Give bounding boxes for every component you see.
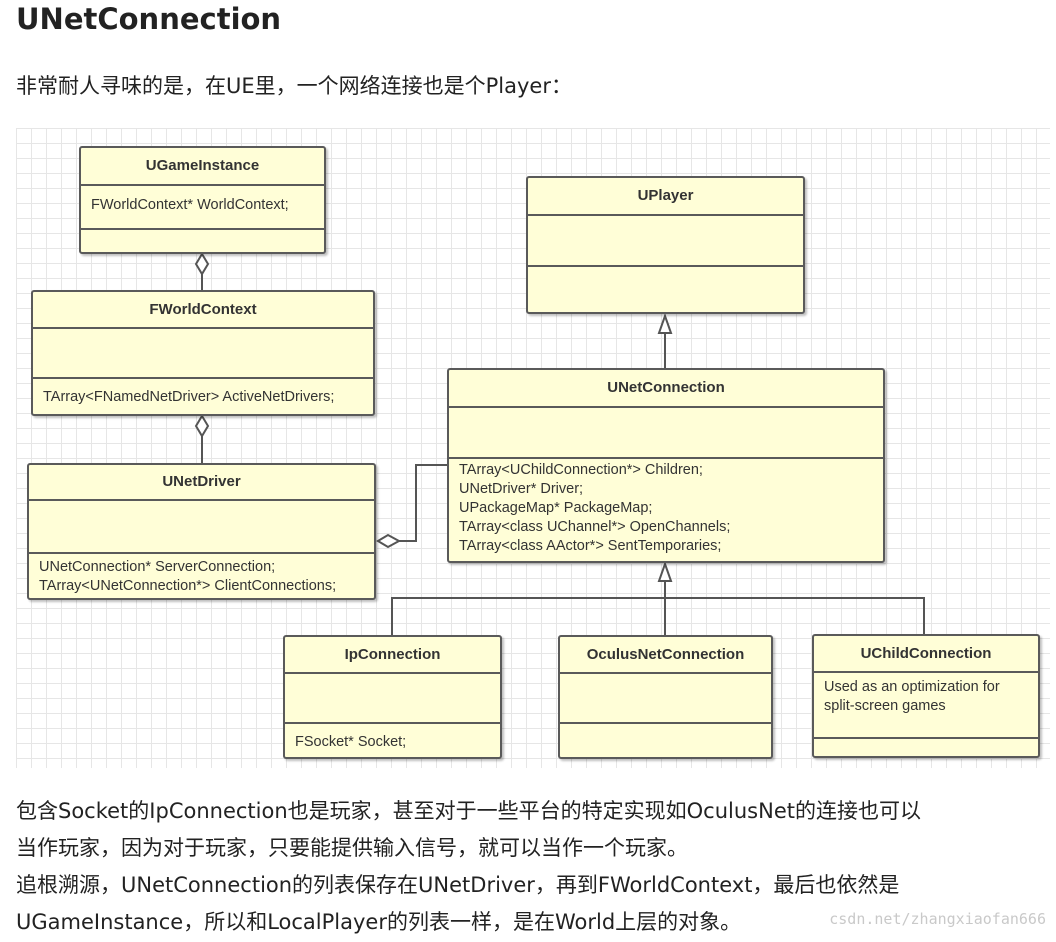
class-box-uchildconnection: UChildConnection Used as an optimization… [812, 634, 1040, 758]
class-note: split-screen games [824, 698, 946, 714]
body-line: UGameInstance，所以和LocalPlayer的列表一样，是在Worl… [16, 910, 742, 934]
class-box-unetdriver: UNetDriver UNetConnection* ServerConnect… [27, 463, 376, 600]
class-attribute: FWorldContext* WorldContext; [91, 197, 289, 213]
class-attribute: UNetConnection* ServerConnection; [39, 559, 276, 575]
diagram-connectors [194, 252, 925, 636]
body-line: 包含Socket的IpConnection也是玩家，甚至对于一些平台的特定实现如… [16, 799, 921, 823]
class-box-oculusnetconnection: OculusNetConnection [558, 635, 773, 759]
class-name: UPlayer [528, 178, 803, 216]
class-attribute: TArray<class AActor*> SentTemporaries; [459, 538, 722, 554]
class-box-uplayer: UPlayer [526, 176, 805, 314]
class-name: UChildConnection [814, 636, 1038, 673]
class-name: FWorldContext [33, 292, 373, 329]
section-heading: UNetConnection [16, 2, 282, 36]
class-attribute: FSocket* Socket; [295, 734, 407, 750]
body-line: 追根溯源，UNetConnection的列表保存在UNetDriver，再到FW… [16, 873, 900, 897]
class-attribute: TArray<UNetConnection*> ClientConnection… [39, 578, 337, 594]
uml-class-diagram: UGameInstance FWorldContext* WorldContex… [16, 128, 1050, 768]
body-line: 当作玩家，因为对于玩家，只要能提供输入信号，就可以当作一个玩家。 [16, 836, 688, 860]
class-attribute: TArray<FNamedNetDriver> ActiveNetDrivers… [43, 389, 335, 405]
class-box-fworldcontext: FWorldContext TArray<FNamedNetDriver> Ac… [31, 290, 375, 416]
class-attribute: TArray<class UChannel*> OpenChannels; [459, 519, 731, 535]
aggregation-diamond-icon [194, 414, 210, 438]
watermark: csdn.net/zhangxiaofan666 [829, 910, 1046, 928]
class-name: OculusNetConnection [560, 637, 771, 674]
inheritance-arrow-icon [657, 560, 673, 582]
class-name: UNetConnection [449, 370, 883, 408]
aggregation-diamond-icon [376, 533, 402, 549]
aggregation-diamond-icon [194, 252, 210, 276]
class-attribute: UNetDriver* Driver; [459, 481, 584, 497]
class-box-ipconnection: IpConnection FSocket* Socket; [283, 635, 502, 759]
class-name: UGameInstance [81, 148, 324, 186]
class-name: IpConnection [285, 637, 500, 674]
class-attribute: TArray<UChildConnection*> Children; [459, 462, 703, 478]
class-name: UNetDriver [29, 465, 374, 501]
class-box-ugameinstance: UGameInstance FWorldContext* WorldContex… [79, 146, 326, 254]
class-attribute: UPackageMap* PackageMap; [459, 500, 653, 516]
inheritance-arrow-icon [657, 312, 673, 334]
body-paragraph: 包含Socket的IpConnection也是玩家，甚至对于一些平台的特定实现如… [16, 793, 921, 941]
class-note: Used as an optimization for [824, 679, 1000, 695]
intro-paragraph: 非常耐人寻味的是，在UE里，一个网络连接也是个Player： [16, 74, 572, 98]
class-box-unetconnection: UNetConnection TArray<UChildConnection*>… [447, 368, 885, 563]
